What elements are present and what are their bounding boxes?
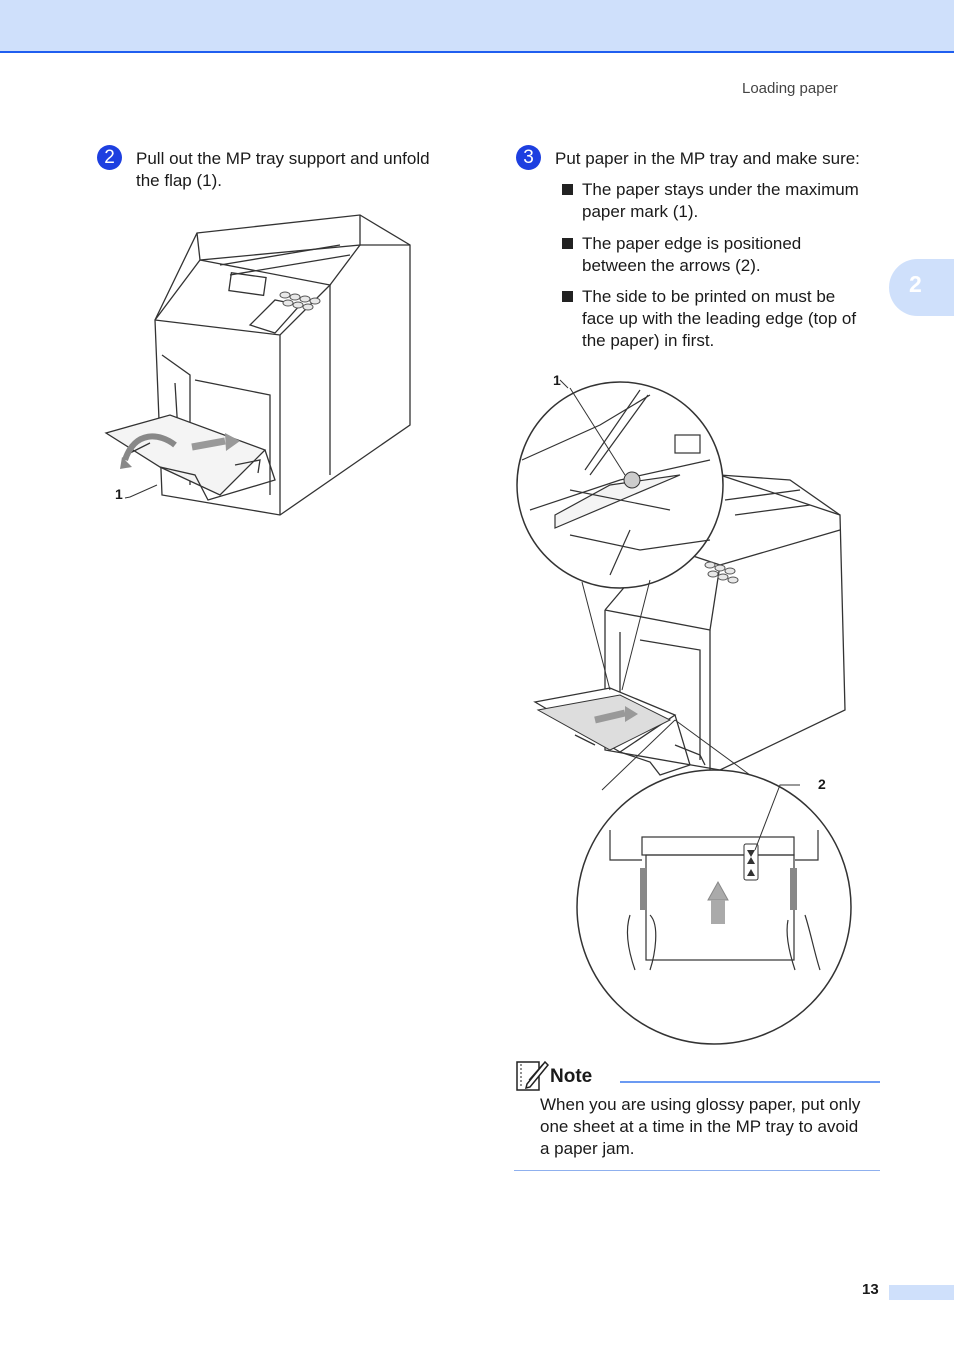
bullet-line: face up with the leading edge (top of xyxy=(582,309,857,328)
note-title: Note xyxy=(550,1066,593,1087)
step-2-line: Pull out the MP tray support and unfold xyxy=(136,149,430,168)
bullet-line: The paper stays under the maximum xyxy=(582,180,859,199)
chapter-number: 2 xyxy=(909,271,922,297)
bullet-line: The paper edge is positioned xyxy=(582,234,802,253)
bullet-line: the paper) in first. xyxy=(582,331,715,350)
bullet-item: The side to be printed on must be face u… xyxy=(562,286,882,352)
note-pencil-icon xyxy=(516,1060,549,1091)
step-3-intro: Put paper in the MP tray and make sure: xyxy=(555,149,860,168)
note-line: a paper jam. xyxy=(540,1139,635,1158)
bullet-square xyxy=(562,238,573,249)
note-rule xyxy=(620,1081,880,1083)
note-bottom-rule xyxy=(514,1170,880,1171)
bullet-square xyxy=(562,184,573,195)
callout-2: 2 xyxy=(818,776,826,792)
bullet-line: paper mark (1). xyxy=(582,202,699,221)
note-line: one sheet at a time in the MP tray to av… xyxy=(540,1117,859,1136)
page-number: 13 xyxy=(862,1281,879,1298)
bullet-line: The side to be printed on must be xyxy=(582,287,836,306)
note-line: When you are using glossy paper, put onl… xyxy=(540,1095,861,1114)
callout-1: 1 xyxy=(553,372,561,388)
running-header: Loading paper xyxy=(742,80,838,97)
callout-1: 1 xyxy=(115,486,123,502)
top-band xyxy=(0,0,954,53)
printer-mp-tray-illustration xyxy=(104,214,411,516)
step-2-badge: 2 xyxy=(97,145,122,170)
step-2-text: Pull out the MP tray support and unfold … xyxy=(136,148,476,192)
paper-loading-illustration xyxy=(516,379,852,1045)
page-tab xyxy=(889,1285,954,1300)
step-2-line: the flap (1). xyxy=(136,171,222,190)
step-3-badge: 3 xyxy=(516,145,541,170)
bullet-square xyxy=(562,291,573,302)
note-body: When you are using glossy paper, put onl… xyxy=(540,1094,885,1160)
chapter-tab: 2 xyxy=(889,259,954,316)
bullet-line: between the arrows (2). xyxy=(582,256,761,275)
bullet-item: The paper stays under the maximum paper … xyxy=(562,179,882,223)
bullet-item: The paper edge is positioned between the… xyxy=(562,233,882,277)
